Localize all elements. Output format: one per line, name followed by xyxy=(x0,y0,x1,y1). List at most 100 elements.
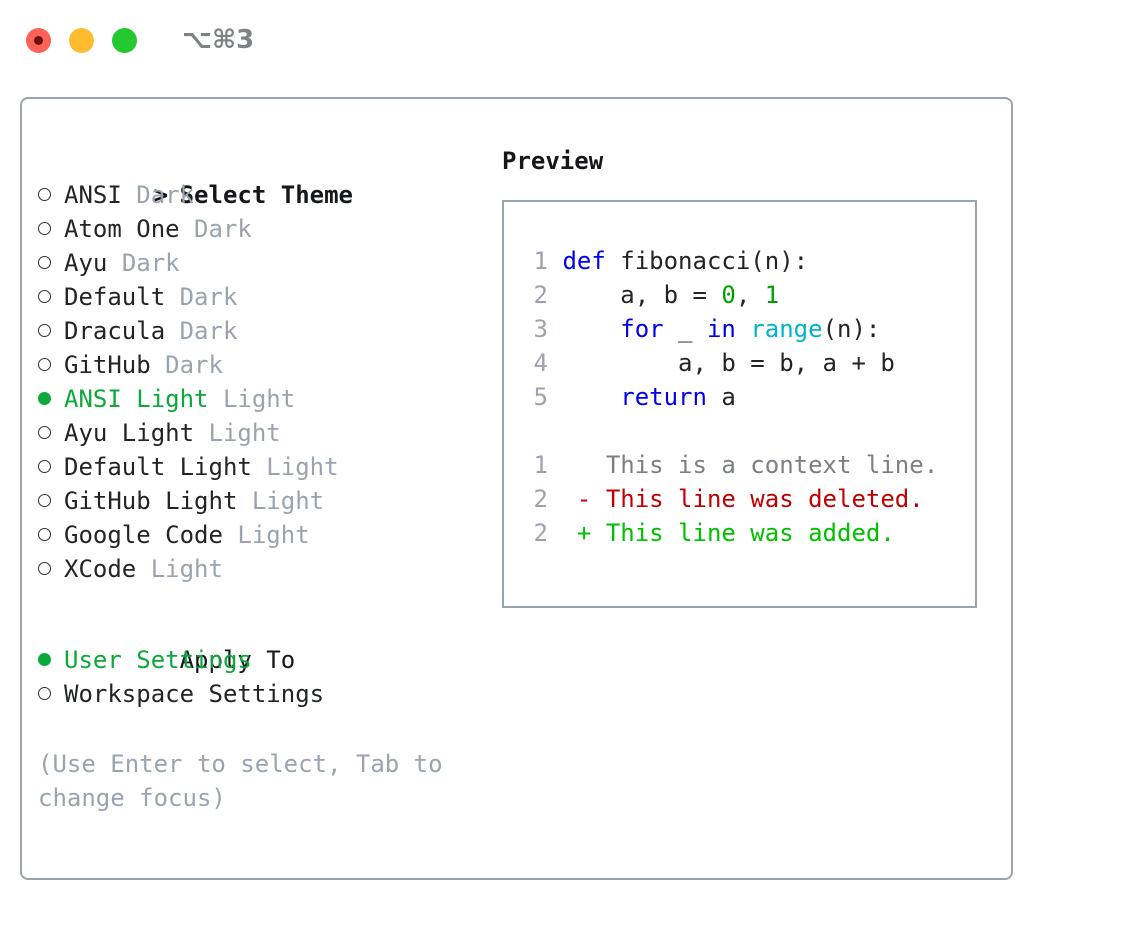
radio-dot xyxy=(38,324,51,337)
diff-marker: - xyxy=(576,485,592,513)
close-button[interactable] xyxy=(26,27,51,53)
radio-unselected-icon[interactable] xyxy=(38,518,64,552)
apply-to-item[interactable]: Workspace Settings xyxy=(38,677,498,711)
theme-name: GitHub xyxy=(64,351,151,379)
theme-name-kind-gap xyxy=(223,521,237,549)
theme-kind-label: Light xyxy=(222,385,296,413)
code-token: range xyxy=(750,315,823,343)
diff-text: This is a context line. xyxy=(605,451,939,479)
preview-spacer xyxy=(518,414,975,448)
theme-kind-label: Dark xyxy=(121,249,180,277)
theme-list-item[interactable]: ANSI Dark xyxy=(38,178,498,212)
theme-list-item[interactable]: ANSI Light Light xyxy=(38,382,498,416)
code-token: , xyxy=(735,281,765,309)
preview-title: Preview xyxy=(502,147,604,175)
radio-selected-icon[interactable] xyxy=(38,643,64,677)
diff-marker-gap xyxy=(591,451,605,479)
theme-kind-label: Light xyxy=(266,453,339,481)
code-gutter-gap xyxy=(548,281,562,309)
radio-unselected-icon[interactable] xyxy=(38,677,64,711)
theme-name: Ayu Light xyxy=(64,419,195,447)
diff-line: 2 + This line was added. xyxy=(518,516,975,550)
prompt-caret-icon: > xyxy=(153,181,169,209)
code-token: 0 xyxy=(721,281,736,309)
code-line-number: 5 xyxy=(533,383,548,411)
diff-marker: + xyxy=(576,519,592,547)
theme-kind-label: Light xyxy=(251,487,325,515)
theme-name: XCode xyxy=(64,555,137,583)
code-line-number: 1 xyxy=(533,247,548,275)
diff-marker xyxy=(577,451,591,479)
code-token: 1 xyxy=(764,281,780,309)
radio-unselected-icon[interactable] xyxy=(38,416,64,450)
theme-kind-label: Light xyxy=(150,555,223,583)
code-line: 4 a, b = b, a + b xyxy=(518,346,975,380)
code-token xyxy=(736,315,750,343)
code-token: a, b = b, a + b xyxy=(562,349,895,377)
code-token: in xyxy=(706,315,736,343)
traffic-light-group xyxy=(26,27,137,53)
theme-name-kind-gap xyxy=(237,487,251,515)
radio-dot xyxy=(38,653,51,666)
diff-marker-gap xyxy=(591,485,605,513)
code-gutter-gap xyxy=(548,383,562,411)
radio-selected-icon[interactable] xyxy=(38,382,64,416)
theme-list-item[interactable]: Google Code Light xyxy=(38,518,498,552)
apply-to-item[interactable]: User Settings xyxy=(38,643,498,677)
radio-unselected-icon[interactable] xyxy=(38,212,64,246)
theme-name: ANSI xyxy=(64,181,122,209)
theme-list-item[interactable]: Default Light Light xyxy=(38,450,498,484)
zoom-button[interactable] xyxy=(112,27,137,53)
radio-unselected-icon[interactable] xyxy=(38,484,64,518)
minimize-button[interactable] xyxy=(69,27,94,53)
theme-list-item[interactable]: Atom One Dark xyxy=(38,212,498,246)
theme-list-item[interactable]: Ayu Dark xyxy=(38,246,498,280)
theme-kind-label: Dark xyxy=(179,283,238,311)
radio-dot xyxy=(38,392,51,405)
theme-name: Ayu xyxy=(64,249,108,277)
theme-list-item[interactable]: GitHub Light Light xyxy=(38,484,498,518)
theme-list-item[interactable]: Dracula Dark xyxy=(38,314,498,348)
preview-section: Preview 1 def fibonacci(n):2 a, b = 0, 1… xyxy=(502,144,992,608)
code-gutter-gap xyxy=(548,315,562,343)
radio-dot xyxy=(38,358,51,371)
theme-name-kind-gap xyxy=(252,453,266,481)
radio-dot xyxy=(38,290,51,303)
radio-unselected-icon[interactable] xyxy=(38,246,64,280)
radio-unselected-icon[interactable] xyxy=(38,314,64,348)
radio-unselected-icon[interactable] xyxy=(38,552,64,586)
code-line-number: 3 xyxy=(533,315,548,343)
theme-name: Default Light xyxy=(64,453,252,481)
theme-kind-label: Dark xyxy=(179,317,238,345)
theme-name: ANSI Light xyxy=(64,385,209,413)
code-gutter-gap xyxy=(548,247,562,275)
theme-name-kind-gap xyxy=(165,317,179,345)
theme-list-item[interactable]: Default Dark xyxy=(38,280,498,314)
radio-dot xyxy=(38,188,51,201)
theme-kind-label: Light xyxy=(237,521,310,549)
theme-name: GitHub Light xyxy=(64,487,238,515)
theme-name-kind-gap xyxy=(136,555,150,583)
theme-list-item[interactable]: XCode Light xyxy=(38,552,498,586)
radio-unselected-icon[interactable] xyxy=(38,280,64,314)
theme-name-kind-gap xyxy=(122,181,136,209)
window-titlebar: ⌥⌘3 xyxy=(0,0,1140,80)
theme-list-item[interactable]: GitHub Dark xyxy=(38,348,498,382)
code-line: 5 return a xyxy=(518,380,975,414)
theme-name-kind-gap xyxy=(180,215,194,243)
keyboard-hint-text: (Use Enter to select, Tab to change focu… xyxy=(38,750,443,812)
radio-unselected-icon[interactable] xyxy=(38,450,64,484)
theme-kind-label: Dark xyxy=(136,181,195,209)
code-token: return xyxy=(620,383,707,411)
code-token: for xyxy=(620,315,664,343)
radio-unselected-icon[interactable] xyxy=(38,348,64,382)
radio-dot xyxy=(38,222,51,235)
radio-unselected-icon[interactable] xyxy=(38,178,64,212)
theme-list-item[interactable]: Ayu Light Light xyxy=(38,416,498,450)
code-gutter-gap xyxy=(548,349,562,377)
